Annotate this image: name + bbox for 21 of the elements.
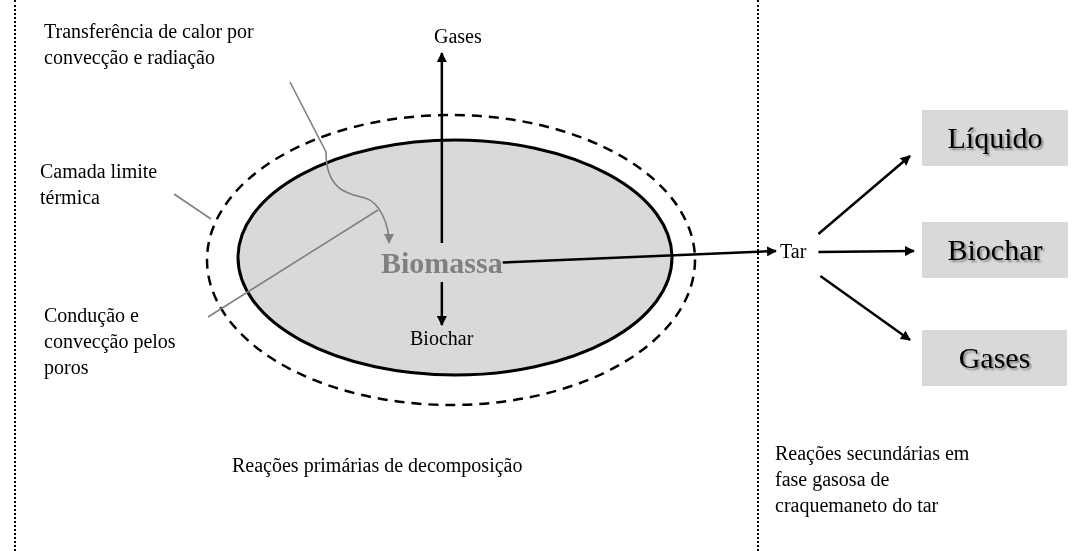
arrow [818,246,915,257]
arrow [819,275,911,341]
arrow [502,246,777,264]
leader-line [173,193,212,220]
product-box: Líquido [922,110,1068,166]
leader-line [207,209,379,318]
arrow [436,282,447,326]
arrow [289,81,394,244]
callout-text: Condução e convecção pelos poros [44,302,224,380]
product-box: Gases [922,330,1067,386]
callout-text: Camada limite térmica [40,158,210,210]
arrow [436,52,447,243]
product-label: Tar [780,238,807,264]
section-caption: Reações primárias de decomposição [232,453,523,478]
arrow [817,155,911,235]
product-label: Gases [434,23,482,49]
product-label: Biochar [410,325,474,351]
section-caption: Reações secundárias em fase gasosa de craquemaneto do tar [775,441,971,518]
callout-text: Transferência de calor por convecção e radiação [44,18,306,70]
product-box: Biochar [922,222,1068,278]
particle-label: Biomassa [381,243,503,282]
